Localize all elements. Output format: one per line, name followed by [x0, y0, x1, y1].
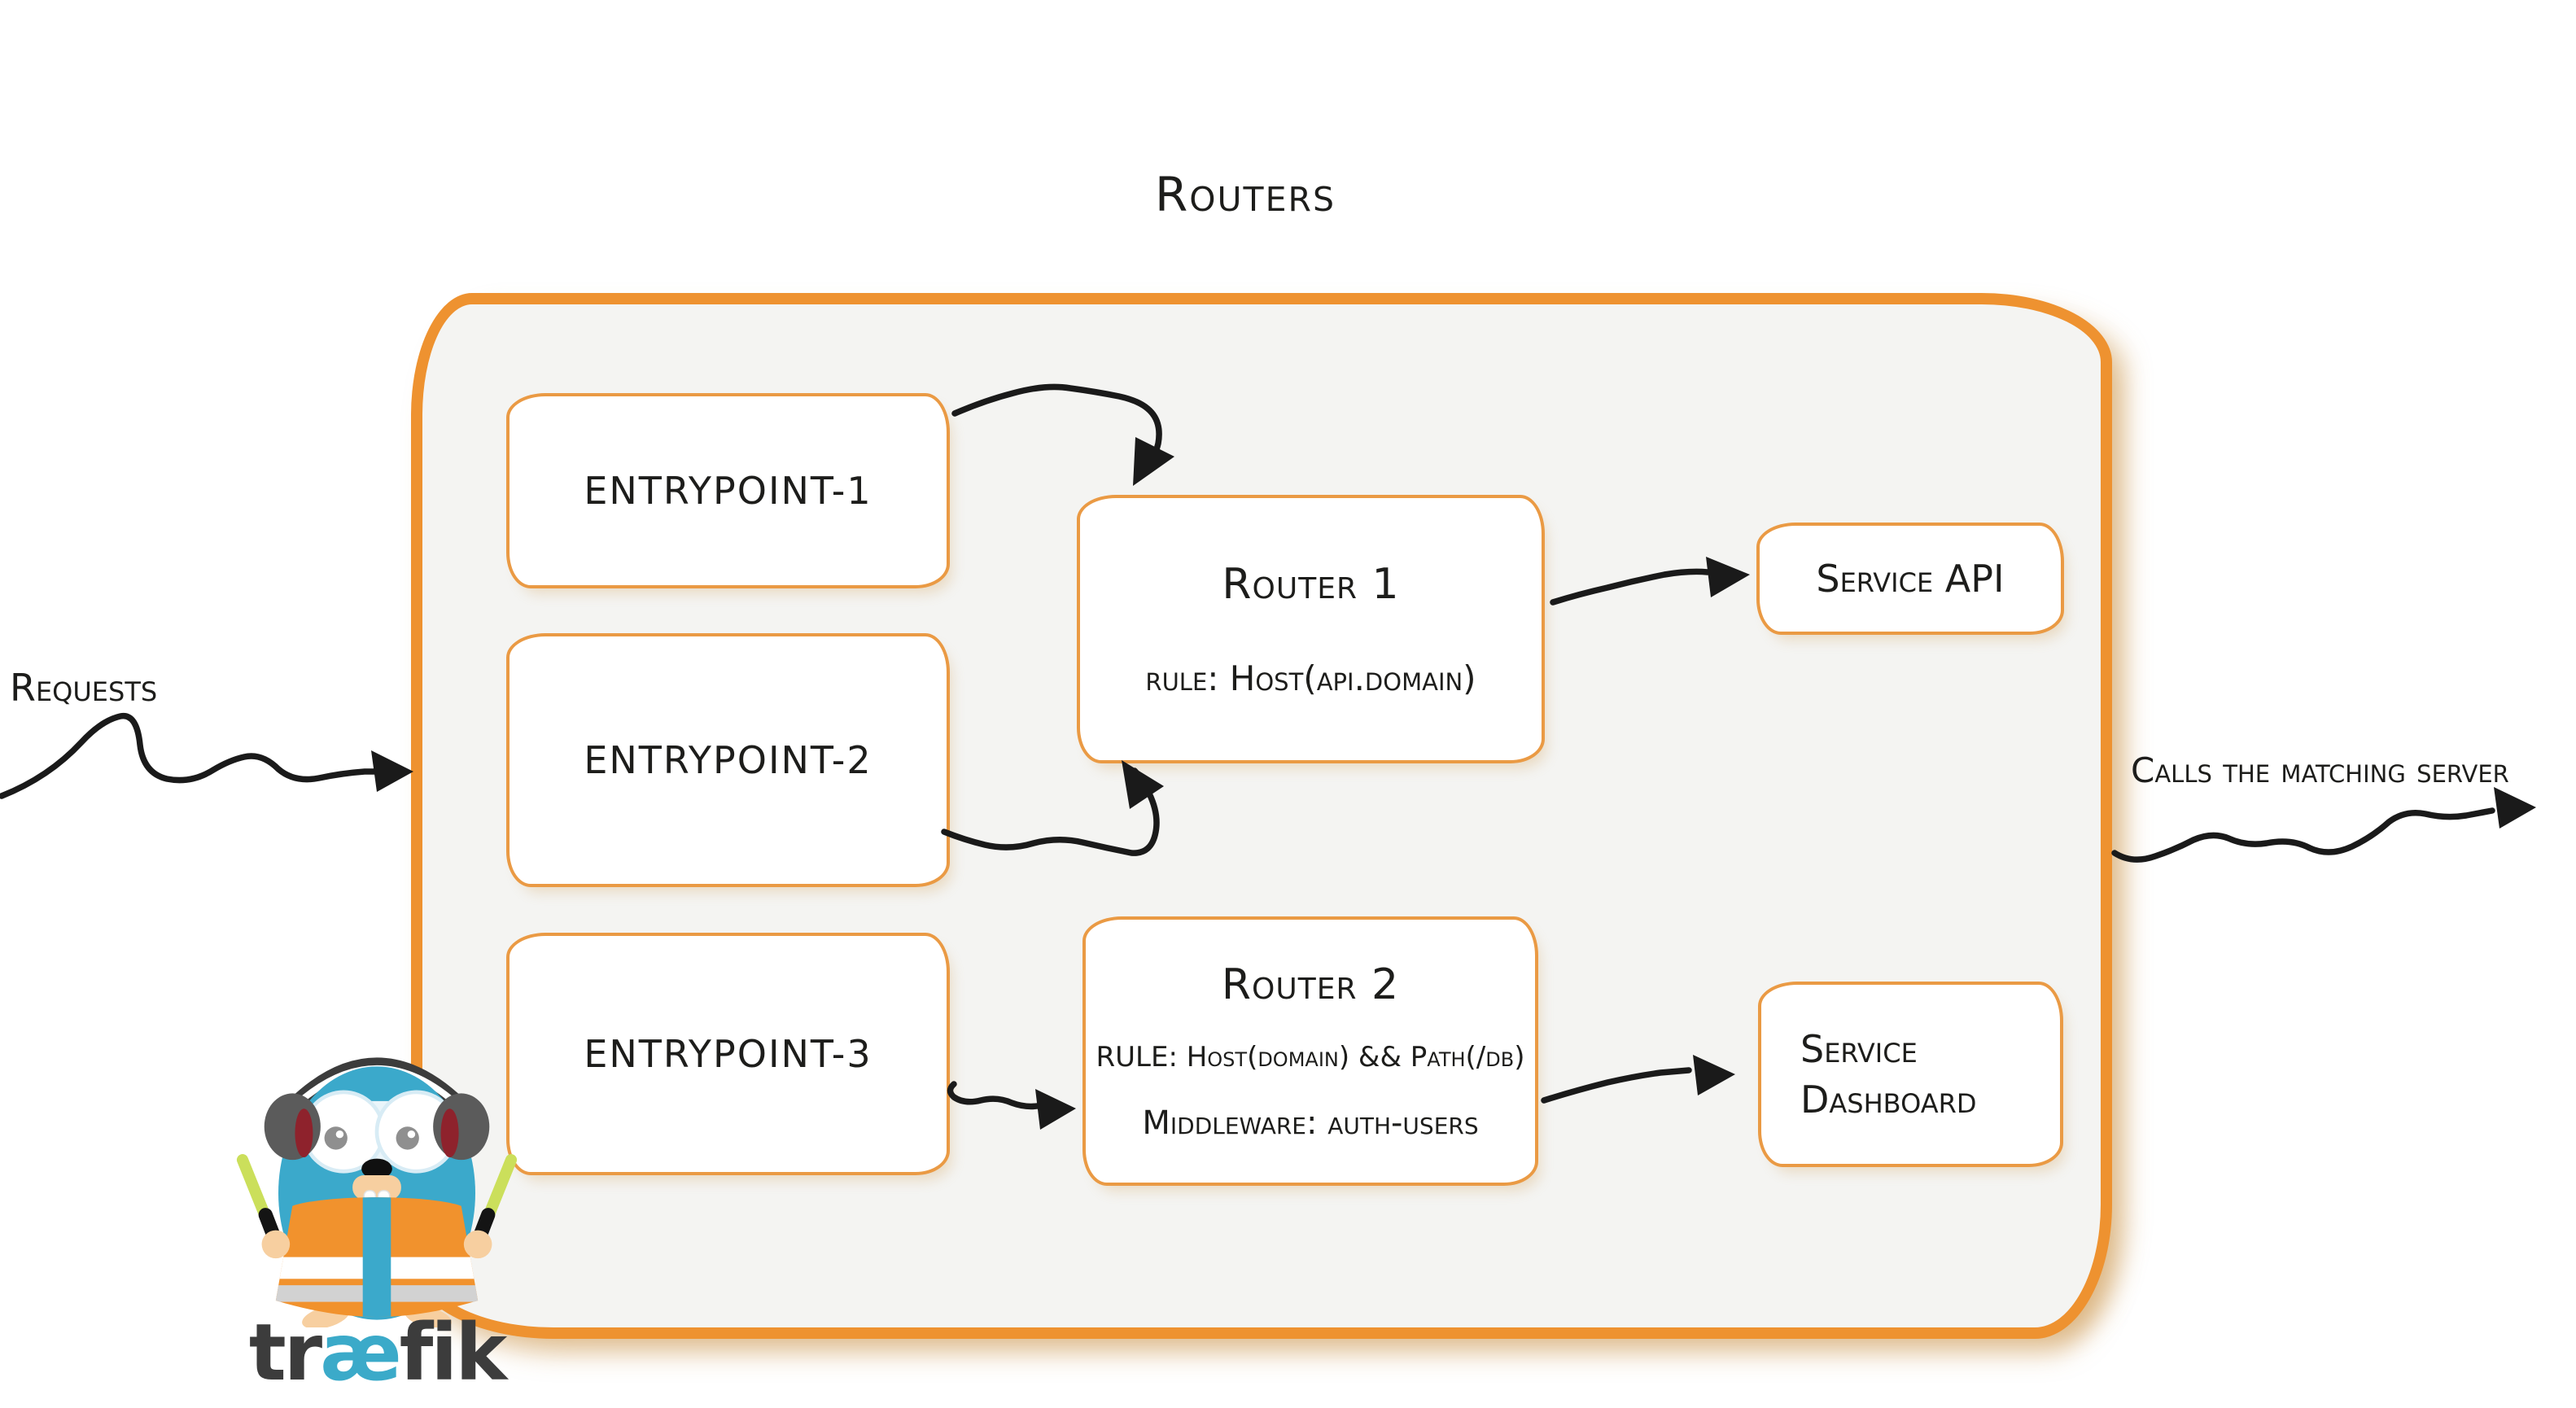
pupil-right: [396, 1126, 419, 1150]
calls-server-arrow: [2111, 807, 2495, 863]
entrypoint-2-box: entrypoint-2: [506, 633, 950, 887]
service-api-box: Service API: [1756, 523, 2064, 635]
gopher-muzzle: [352, 1175, 401, 1200]
traefik-gopher-logo: [236, 1057, 518, 1327]
ear-cup-right-rim: [440, 1108, 459, 1157]
wordmark-ae: æ: [320, 1307, 402, 1398]
service-dashboard-box: Service Dashboard: [1758, 982, 2063, 1167]
pupil-right-highlight: [407, 1130, 416, 1139]
calls-matching-server-label: Calls the matching server: [2131, 750, 2509, 790]
wordmark-fik: fik: [399, 1307, 508, 1398]
router-2-title: Router 2: [1221, 960, 1400, 1010]
router-1-box: Router 1 rule: Host(api.domain): [1077, 495, 1545, 763]
entrypoint-2-label: entrypoint-2: [584, 738, 873, 782]
router-1-rule: rule: Host(api.domain): [1145, 658, 1476, 699]
ear-cup-left-rim: [295, 1108, 313, 1157]
service-api-label: Service API: [1816, 557, 2005, 601]
requests-arrow: [0, 712, 379, 799]
router-2-middleware: Middleware: auth-users: [1142, 1104, 1479, 1142]
router-2-rule: RULE: Host(domain) && Path(/db): [1096, 1040, 1525, 1073]
service-dashboard-label-line1: Service: [1800, 1027, 1918, 1071]
router-2-box: Router 2 RULE: Host(domain) && Path(/db)…: [1082, 916, 1538, 1186]
traefik-wordmark: træfik: [232, 1312, 522, 1394]
pupil-left: [324, 1126, 348, 1150]
calls-arrowhead: [2494, 787, 2536, 829]
entrypoint-3-label: entrypoint-3: [584, 1032, 873, 1076]
pupil-left-highlight: [335, 1130, 344, 1139]
gopher-nose: [361, 1158, 392, 1179]
diagram-title: Routers: [1154, 167, 1336, 222]
service-dashboard-label-line2: Dashboard: [1800, 1078, 1977, 1122]
entrypoint-1-box: entrypoint-1: [506, 393, 950, 588]
entrypoint-1-label: entrypoint-1: [584, 469, 873, 513]
requests-arrowhead: [371, 750, 413, 792]
entrypoint-3-box: entrypoint-3: [506, 933, 950, 1175]
vest-center-gap: [362, 1197, 391, 1318]
requests-label: Requests: [10, 666, 158, 710]
router-1-title: Router 1: [1222, 559, 1400, 609]
gopher-hand-right: [463, 1230, 492, 1259]
gopher-hand-left: [261, 1230, 291, 1259]
wordmark-tr: tr: [248, 1307, 322, 1398]
